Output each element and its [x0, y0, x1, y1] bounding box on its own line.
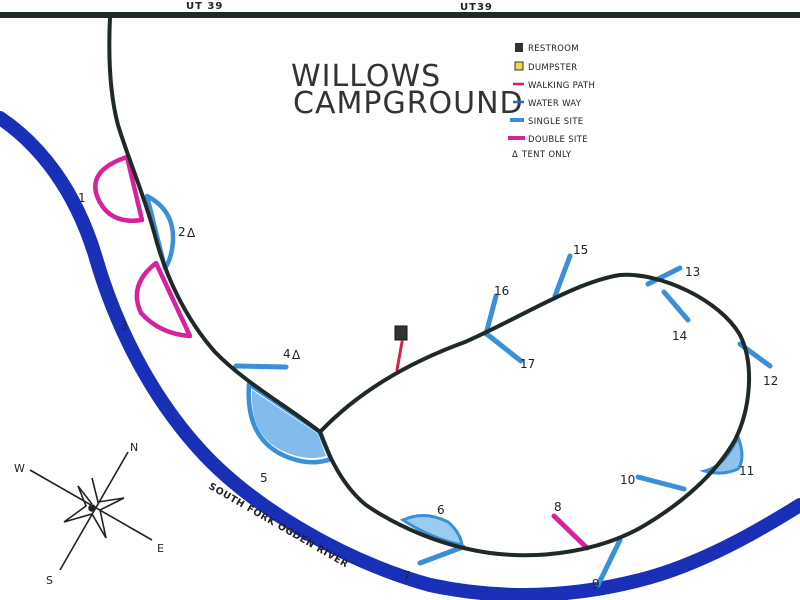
- compass-rose: [29, 451, 153, 571]
- site-label-12: 12: [763, 374, 778, 388]
- site-6-pad: [399, 514, 464, 547]
- site-label-10: 10: [620, 473, 635, 487]
- site-5-pad-fill: [251, 390, 326, 459]
- site-label-2: 2: [178, 225, 186, 239]
- site-8-spur: [551, 513, 590, 551]
- title-line-1: WILLOWS: [291, 59, 441, 94]
- compass-north: N: [130, 441, 138, 454]
- legend-label-double-site: DOUBLE SITE: [528, 135, 588, 145]
- river-label: SOUTH FORK OGDEN RIVER: [207, 481, 351, 570]
- site-label-15: 15: [573, 243, 588, 257]
- site-label-17: 17: [520, 357, 535, 371]
- site-label-6: 6: [437, 503, 445, 517]
- legend: Δ RESTROOM DUMPSTER WALKING PATH WATER W…: [508, 43, 595, 160]
- compass-west: W: [14, 462, 25, 475]
- site-label-2-tent: Δ: [187, 226, 196, 240]
- site-2-pad: [144, 193, 176, 271]
- site-label-4: 4: [283, 347, 291, 361]
- legend-label-tent-only: TENT ONLY: [521, 150, 572, 160]
- site-label-14: 14: [672, 329, 687, 343]
- legend-label-water-way: WATER WAY: [528, 99, 582, 109]
- site-7-spur: [417, 544, 466, 566]
- compass-star: [63, 477, 125, 539]
- compass-center: [88, 504, 96, 512]
- site-label-11: 11: [739, 464, 754, 478]
- site-labels: 1 2 Δ 3 4 Δ 5 6 7 8 9 10 11 12 13 14 15 …: [78, 191, 778, 591]
- site-label-3: 3: [120, 319, 128, 333]
- site-label-4-tent: Δ: [292, 348, 301, 362]
- site-10-spur: [635, 474, 687, 492]
- title-line-2: CAMPGROUND: [293, 86, 524, 121]
- legend-label-single-site: SINGLE SITE: [528, 117, 583, 127]
- legend-label-walking-path: WALKING PATH: [528, 81, 595, 91]
- site-1-pad: [93, 154, 145, 223]
- legend-dumpster-symbol: [514, 61, 524, 71]
- legend-label-dumpster: DUMPSTER: [528, 63, 578, 73]
- site-9-spur: [595, 537, 623, 588]
- road-label-left: UT 39: [186, 1, 223, 12]
- road-label-right: UT39: [460, 2, 493, 13]
- legend-restroom-symbol: [515, 43, 523, 52]
- site-16-spur: [483, 293, 499, 337]
- site-pads: [93, 154, 744, 547]
- legend-label-restroom: RESTROOM: [528, 44, 579, 54]
- loop-road: [318, 272, 751, 558]
- site-label-8: 8: [554, 500, 562, 514]
- site-label-9: 9: [592, 577, 600, 591]
- walking-path: [395, 340, 404, 372]
- site-label-7: 7: [403, 569, 411, 583]
- campground-roads: [107, 15, 751, 558]
- site-15-spur: [552, 253, 573, 299]
- site-label-16: 16: [494, 284, 509, 298]
- restroom-icon: [394, 325, 408, 341]
- compass-south: S: [46, 574, 53, 587]
- site-14-spur: [661, 289, 691, 323]
- entrance-road: [107, 15, 322, 434]
- site-4-spur: [233, 363, 289, 370]
- site-spurs: [233, 253, 773, 588]
- site-label-5: 5: [260, 471, 268, 485]
- site-label-13: 13: [685, 265, 700, 279]
- site-13-spur: [645, 265, 683, 287]
- legend-tent-symbol: Δ: [512, 150, 518, 160]
- highway-ut39: [0, 12, 800, 18]
- site-17-spur: [485, 332, 524, 364]
- south-fork-ogden-river: [0, 111, 800, 600]
- site-3-pad: [134, 260, 193, 339]
- site-label-1: 1: [78, 191, 86, 205]
- compass-east: E: [157, 542, 164, 555]
